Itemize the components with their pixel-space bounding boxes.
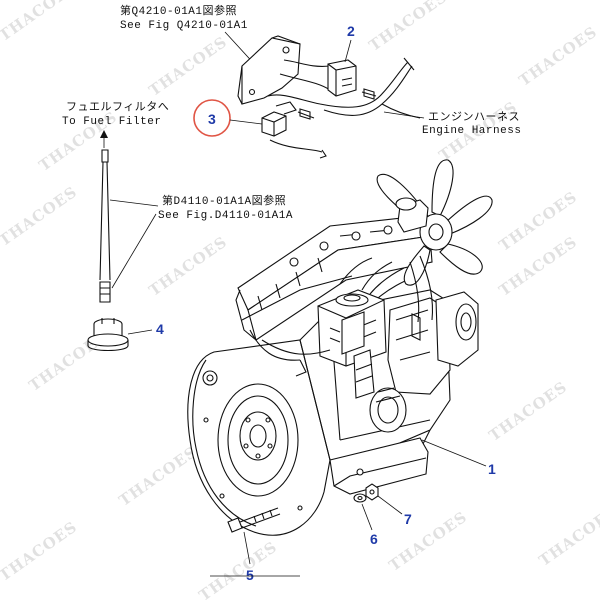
reference-top-jp: 第Q4210-01A1図参照 (120, 3, 237, 18)
reference-top-en: See Fig Q4210-01A1 (120, 20, 248, 32)
bolt-part (227, 507, 281, 533)
alternator (387, 297, 451, 395)
oil-filter (369, 387, 407, 433)
leader-line (243, 531, 251, 565)
leader-line (377, 495, 403, 515)
watermark: THACOES (146, 33, 231, 100)
callout-5: 5 (210, 531, 300, 583)
callout-number-2: 2 (347, 23, 355, 39)
callout-6: 6 (361, 503, 378, 547)
nut-part (365, 483, 379, 501)
watermark: THACOES (0, 0, 81, 45)
leader-line (229, 119, 263, 125)
reference-engine-harness: エンジンハーネス Engine Harness (383, 110, 521, 137)
callout-7: 7 (377, 495, 412, 527)
reference-engine-harness-jp: エンジンハーネス (428, 110, 520, 124)
fuel-pipe (99, 149, 111, 303)
watermark: THACOES (146, 233, 231, 300)
callout-4: 4 (127, 321, 164, 337)
watermark: THACOES (536, 503, 600, 570)
callout-1: 1 (421, 439, 496, 477)
fuel-filter (353, 349, 375, 399)
watermark: THACOES (386, 508, 471, 575)
leader-line (127, 329, 153, 335)
reference-top: 第Q4210-01A1図参照 See Fig Q4210-01A1 (120, 3, 259, 69)
highlight-circle (193, 99, 231, 137)
callout-number-3: 3 (208, 111, 216, 127)
watermark: THACOES (0, 518, 81, 585)
callout-3: 3 (193, 99, 263, 137)
leader-line (383, 111, 425, 119)
leader-line (111, 213, 157, 289)
leader-line (361, 503, 373, 531)
reference-middle: 第D4110-01A1A図参照 See Fig.D4110-01A1A (109, 193, 293, 289)
callout-number-7: 7 (404, 511, 412, 527)
reference-fuel-filter-jp: フュエルフィルタへ (66, 100, 169, 114)
reference-fuel-filter: フュエルフィルタへ To Fuel Filter (62, 100, 169, 148)
watermark: THACOES (196, 538, 281, 600)
watermark: THACOES (0, 183, 81, 250)
callout-2: 2 (344, 23, 355, 63)
callout-number-4: 4 (156, 321, 164, 337)
leader-line (344, 39, 352, 63)
watermark: THACOES (516, 23, 600, 90)
leader-line (421, 439, 487, 467)
watermark: THACOES (116, 443, 201, 510)
callout-number-6: 6 (370, 531, 378, 547)
reference-engine-harness-en: Engine Harness (422, 125, 521, 137)
reference-middle-en: See Fig.D4110-01A1A (158, 210, 293, 222)
watermark: THACOES (486, 378, 571, 445)
arrow-up-icon (100, 130, 108, 138)
engine-assembly (187, 159, 493, 536)
reference-middle-jp: 第D4110-01A1A図参照 (162, 193, 286, 208)
callout-number-1: 1 (488, 461, 496, 477)
reference-fuel-filter-en: To Fuel Filter (62, 116, 161, 128)
watermark: THACOES (366, 0, 451, 55)
callout-number-5: 5 (246, 567, 254, 583)
leader-line (109, 199, 159, 207)
washer-part (353, 493, 367, 503)
bracket-assembly (237, 35, 421, 159)
cushion-mount-part (87, 318, 129, 352)
